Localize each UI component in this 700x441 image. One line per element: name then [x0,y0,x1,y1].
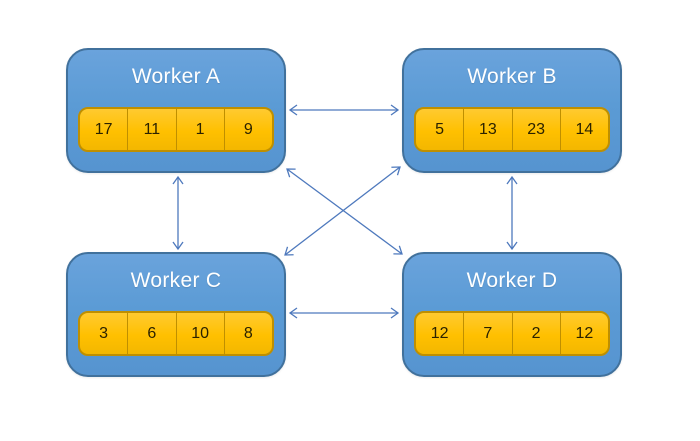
arrow-worker-b-worker-c [284,166,401,256]
worker-a-value-bar: 17 11 1 9 [78,107,274,152]
worker-b-cell-0: 5 [435,120,445,138]
worker-a-cell-0: 17 [94,120,113,138]
worker-d-node: Worker D 12 7 2 12 [402,252,622,377]
worker-a-node: Worker A 17 11 1 9 [66,48,286,173]
worker-b-node: Worker B 5 13 23 14 [402,48,622,173]
worker-d-value-bar: 12 7 2 12 [414,311,610,356]
worker-c-cell-1: 6 [127,313,175,354]
worker-c-title: Worker C [130,269,222,292]
worker-d-cell-3: 12 [559,313,608,354]
worker-d-cell-2: 2 [511,313,560,354]
arrow-worker-a-worker-d [286,168,403,255]
worker-b-title: Worker B [467,65,557,88]
worker-c-cell-2: 10 [175,313,224,354]
worker-b-value-bar: 5 13 23 14 [414,107,610,152]
worker-b-cell-3: 14 [559,109,608,150]
worker-b-cell-2: 23 [511,109,560,150]
worker-c-cell-0: 3 [99,324,109,342]
worker-c-node: Worker C 3 6 10 8 [66,252,286,377]
worker-c-cell-3: 8 [223,313,272,354]
worker-a-title: Worker A [131,65,221,88]
worker-b-cell-1: 13 [463,109,511,150]
worker-d-cell-1: 7 [463,313,511,354]
worker-a-cell-2: 1 [175,109,224,150]
worker-a-cell-3: 9 [223,109,272,150]
worker-d-cell-0: 12 [430,324,449,342]
worker-c-value-bar: 3 6 10 8 [78,311,274,356]
worker-d-title: Worker D [466,269,558,292]
worker-a-cell-1: 11 [127,109,175,150]
